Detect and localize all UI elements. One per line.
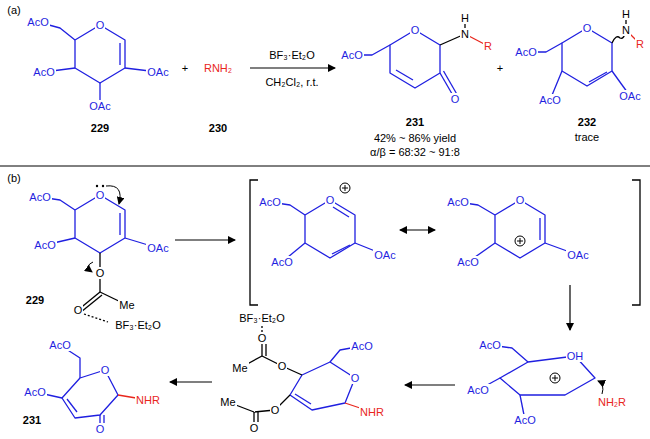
chem-text: trace	[574, 131, 600, 143]
atom-label: OAc	[146, 242, 169, 254]
compound-number: 230	[208, 122, 228, 134]
atom-label: O	[95, 19, 106, 31]
atom-label: O	[350, 372, 361, 384]
chem-text: (a)	[6, 4, 21, 16]
chem-text: BF₃·Et₂O	[114, 319, 161, 331]
atom-label: O	[95, 189, 106, 201]
chem-text: α/β = 68:32 ~ 91:8	[369, 146, 461, 158]
atom-label: OAc	[146, 66, 169, 78]
atom-label: AcO	[340, 49, 363, 61]
red-bonds	[118, 30, 640, 412]
atom-label: AcO	[513, 414, 536, 426]
chem-text: CH₂Cl₂, r.t.	[264, 76, 319, 88]
substituent-label: NHR	[359, 406, 385, 418]
atom-label: OAc	[373, 249, 396, 261]
chem-text: Me	[118, 299, 135, 311]
atom-label: O	[325, 194, 336, 206]
compound-number: 229	[90, 122, 110, 134]
chem-text: +	[496, 62, 504, 74]
chem-text: H	[621, 8, 631, 20]
atom-label: AcO	[26, 16, 49, 28]
chem-text: Me	[231, 362, 248, 374]
chem-text: N	[460, 28, 470, 40]
atom-label: OAc	[618, 90, 641, 102]
compound-number: 232	[577, 116, 597, 128]
black-bonds	[0, 14, 650, 428]
compound-number: 231	[22, 414, 42, 426]
structure-bonds	[35, 22, 630, 429]
compound-number: 231	[405, 116, 425, 128]
compound-number: 229	[25, 294, 45, 306]
atom-label: AcO	[48, 339, 71, 351]
atom-label: AcO	[350, 340, 373, 352]
reaction-arrows	[88, 68, 603, 394]
atom-label: AcO	[538, 94, 561, 106]
atom-label: AcO	[33, 239, 56, 251]
chem-text: BF₃·Et₂O	[268, 49, 315, 61]
substituent-label: RNH₂	[203, 62, 233, 74]
chem-text: O	[257, 332, 268, 344]
atom-label: O	[582, 22, 593, 34]
atom-label: AcO	[466, 384, 489, 396]
chem-text: O	[270, 404, 281, 416]
chem-text: BF₃·Et₂O	[238, 312, 285, 324]
chem-text: O	[95, 267, 106, 279]
chem-text: (b)	[6, 172, 21, 184]
atom-label: AcO	[23, 386, 46, 398]
substituent-label: R	[635, 38, 645, 50]
atom-label: AcO	[270, 256, 293, 268]
atom-label: OH	[566, 350, 585, 362]
chem-text: 42% ~ 86% yield	[373, 132, 457, 144]
atom-label: O	[450, 93, 461, 105]
chem-text: +	[181, 62, 189, 74]
chem-text: O	[277, 360, 288, 372]
atom-label: O	[95, 423, 106, 435]
atom-label: O	[100, 364, 111, 376]
atom-label: O	[410, 24, 421, 36]
substituent-label: NHR	[135, 394, 161, 406]
atom-label: AcO	[446, 196, 469, 208]
atom-label: AcO	[478, 339, 501, 351]
atom-label: AcO	[258, 196, 281, 208]
atom-label: AcO	[456, 256, 479, 268]
chem-text: H	[460, 12, 470, 24]
chem-text: N	[621, 24, 631, 36]
substituent-label: NH₂R	[597, 396, 627, 408]
atom-label: AcO	[28, 191, 51, 203]
atom-label: O	[515, 194, 526, 206]
charges-and-lone-pairs	[96, 183, 560, 383]
chem-text: O	[249, 422, 260, 434]
chem-text: O	[73, 304, 84, 316]
atom-label: AcO	[32, 66, 55, 78]
chem-text: Me	[219, 396, 236, 408]
atom-label: AcO	[514, 46, 537, 58]
substituent-label: R	[483, 40, 493, 52]
atom-label: OAc	[88, 100, 111, 112]
atom-label: OAc	[566, 249, 589, 261]
